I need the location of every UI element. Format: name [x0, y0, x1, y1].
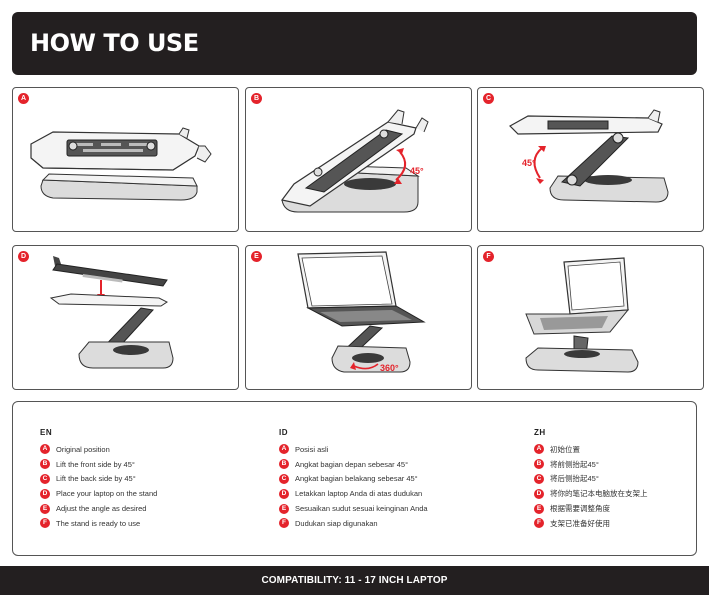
footer-banner: COMPATIBILITY: 11 - 17 INCH LAPTOP [0, 566, 709, 595]
list-item-text: 将后侧抬起45° [550, 474, 599, 484]
list-item: F The stand is ready to use [40, 516, 157, 531]
header-banner: HOW TO USE [12, 12, 697, 75]
list-item-text: Dudukan siap digunakan [295, 518, 378, 528]
list-item-text: Original position [56, 444, 110, 454]
angle-label: 360° [380, 363, 399, 373]
step-badge: E [279, 503, 289, 514]
list-item: F Dudukan siap digunakan [279, 516, 428, 531]
list-item-text: 将前侧抬起45° [550, 459, 599, 469]
step-badge: F [483, 251, 494, 262]
step-panel-b: B 45° [245, 87, 472, 232]
list-item-text: 将你的笔记本电脑放在支架上 [550, 489, 648, 499]
list-item-text: Place your laptop on the stand [56, 489, 158, 499]
list-item-text: 根据需要调整角度 [550, 504, 610, 514]
list-item-text: Angkat bagian depan sebesar 45° [295, 459, 409, 469]
list-item: D Place your laptop on the stand [40, 486, 157, 501]
list-item: C Lift the back side by 45° [40, 472, 157, 487]
list-item: E Adjust the angle as desired [40, 501, 157, 516]
step-panel-e: E 360° [245, 245, 472, 390]
list-item: B Lift the front side by 45° [40, 457, 157, 472]
list-item: D 将你的笔记本电脑放在支架上 [534, 486, 648, 501]
list-item: A 初始位置 [534, 442, 648, 457]
list-item: C Angkat bagian belakang sebesar 45° [279, 472, 428, 487]
lang-code: ZH [534, 428, 546, 437]
list-item: B 将前侧抬起45° [534, 457, 648, 472]
list-item-text: Posisi asli [295, 444, 329, 454]
place-laptop-illustration [49, 256, 174, 369]
step-panel-a: A [12, 87, 239, 232]
list-item-text: Angkat bagian belakang sebesar 45° [295, 474, 418, 484]
step-badge: F [534, 518, 544, 529]
instructions-panel: EN A Original position B Lift the front si… [12, 401, 697, 556]
step-badge: C [483, 93, 494, 104]
step-badge: B [279, 459, 289, 470]
list-item: C 将后侧抬起45° [534, 472, 648, 487]
step-badge: A [18, 93, 29, 104]
list-item-text: Letakkan laptop Anda di atas dudukan [295, 489, 423, 499]
step-badge: C [534, 473, 544, 484]
step-badge: E [40, 503, 50, 514]
stand-ready-illustration [525, 257, 639, 373]
laptop-rotate-illustration [297, 251, 426, 373]
list-item-text: The stand is ready to use [56, 518, 141, 528]
stand-back-lift-illustration [509, 109, 669, 203]
list-item: E 根据需要调整角度 [534, 501, 648, 516]
angle-label: 45° [410, 166, 424, 176]
step-panel-d: D [12, 245, 239, 390]
list-item: E Sesuaikan sudut sesuai keinginan Anda [279, 501, 428, 516]
step-badge: C [279, 473, 289, 484]
stand-front-lift-illustration [280, 109, 429, 213]
step-badge: D [534, 488, 544, 499]
step-badge: E [251, 251, 262, 262]
page-title: HOW TO USE [30, 29, 199, 57]
step-badge: A [40, 444, 50, 455]
list-item: B Angkat bagian depan sebesar 45° [279, 457, 428, 472]
angle-label: 45° [522, 158, 536, 168]
list-item-text: Adjust the angle as desired [56, 504, 147, 514]
step-panel-f: F [477, 245, 704, 390]
list-item-text: 支架已准备好使用 [550, 518, 610, 528]
step-badge: D [279, 488, 289, 499]
compatibility-text: COMPATIBILITY: 11 - 17 INCH LAPTOP [261, 575, 448, 586]
step-badge: D [40, 488, 50, 499]
step-badge: F [279, 518, 289, 529]
list-item-text: 初始位置 [550, 444, 580, 454]
list-item: F 支架已准备好使用 [534, 516, 648, 531]
step-badge: A [279, 444, 289, 455]
step-badge: B [40, 459, 50, 470]
lang-column-zh: ZH A 初始位置 B 将前侧抬起45° C 将后侧抬起45° D 将你的笔记本电脑放在… [534, 428, 648, 531]
step-badge: A [534, 444, 544, 455]
list-item: D Letakkan laptop Anda di atas dudukan [279, 486, 428, 501]
lang-column-id: ID A Posisi asli B Angkat bagian depan seb… [279, 428, 428, 531]
step-badge: F [40, 518, 50, 529]
list-item-text: Lift the back side by 45° [56, 474, 136, 484]
list-item: A Original position [40, 442, 157, 457]
stand-flat-illustration [30, 127, 212, 201]
list-item-text: Sesuaikan sudut sesuai keinginan Anda [295, 504, 428, 514]
step-badge: B [251, 93, 262, 104]
lang-column-en: EN A Original position B Lift the front si… [40, 428, 157, 531]
list-item-text: Lift the front side by 45° [56, 459, 135, 469]
step-badge: D [18, 251, 29, 262]
step-badge: B [534, 459, 544, 470]
list-item: A Posisi asli [279, 442, 428, 457]
step-panel-c: C 45° [477, 87, 704, 232]
lang-code: ID [279, 428, 288, 437]
step-badge: E [534, 503, 544, 514]
lang-code: EN [40, 428, 53, 437]
step-badge: C [40, 473, 50, 484]
